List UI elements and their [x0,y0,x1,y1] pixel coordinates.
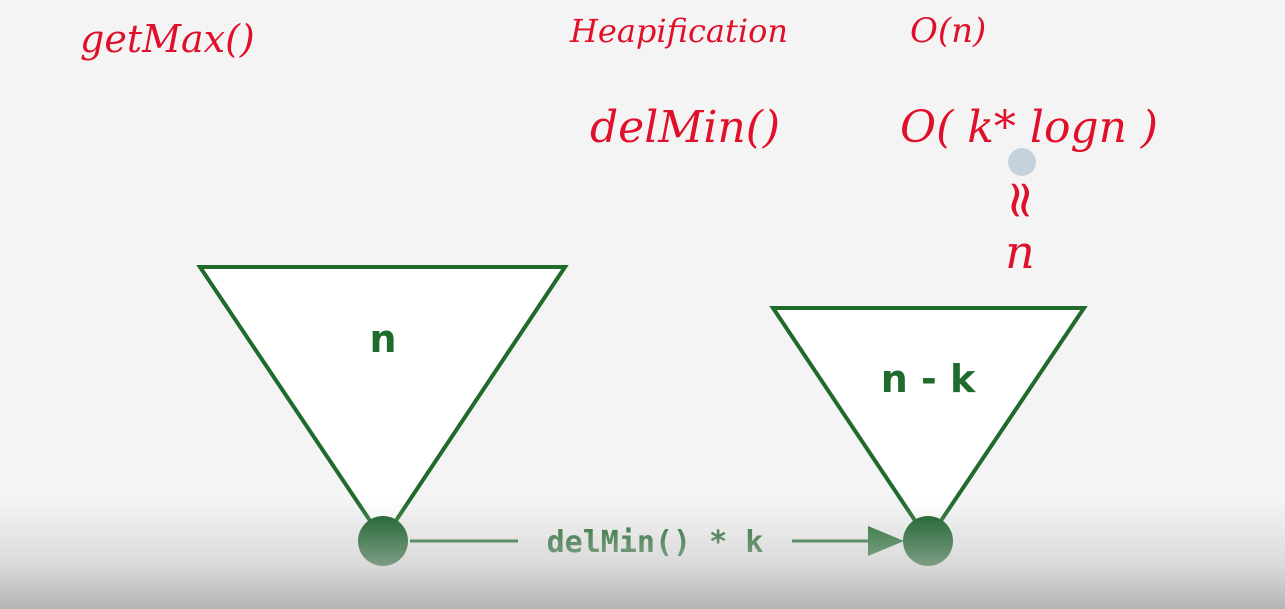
del-min-complexity: O( k* logn ) [900,102,1158,153]
edge-label: delMin() * k [547,525,764,560]
get-max-annotation: getMax() [80,17,255,61]
right-heap-root-node [903,516,953,566]
heapification-complexity: O(n) [910,11,986,51]
del-min-annotation: delMin() [590,102,780,153]
left-heap-root-node [358,516,408,566]
right-heap-label: n - k [881,357,976,401]
left-heap-triangle [196,265,569,544]
approx-value: n [1005,225,1035,279]
left-heap-label: n [369,317,396,361]
heapification-annotation: Heapification [569,12,788,50]
cursor-dot [1008,148,1036,176]
right-heap-triangle [769,306,1088,544]
approx-symbol: ≈ [991,178,1051,222]
